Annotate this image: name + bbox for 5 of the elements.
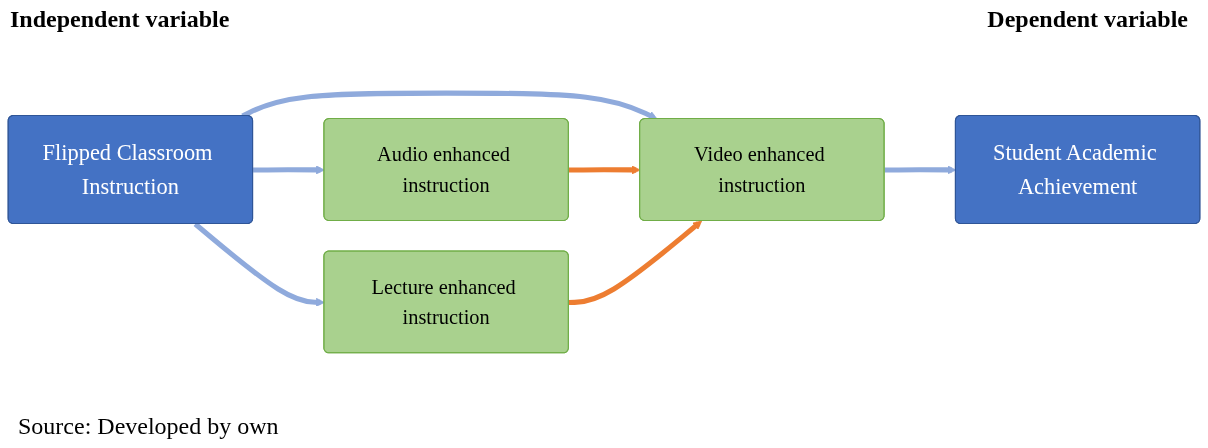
arrow	[568, 220, 703, 305]
arrow	[241, 90, 658, 120]
heading-label: Dependent variable	[987, 6, 1188, 34]
heading-label: Independent variable	[10, 6, 230, 34]
source-caption: Source: Developed by own	[18, 413, 279, 440]
